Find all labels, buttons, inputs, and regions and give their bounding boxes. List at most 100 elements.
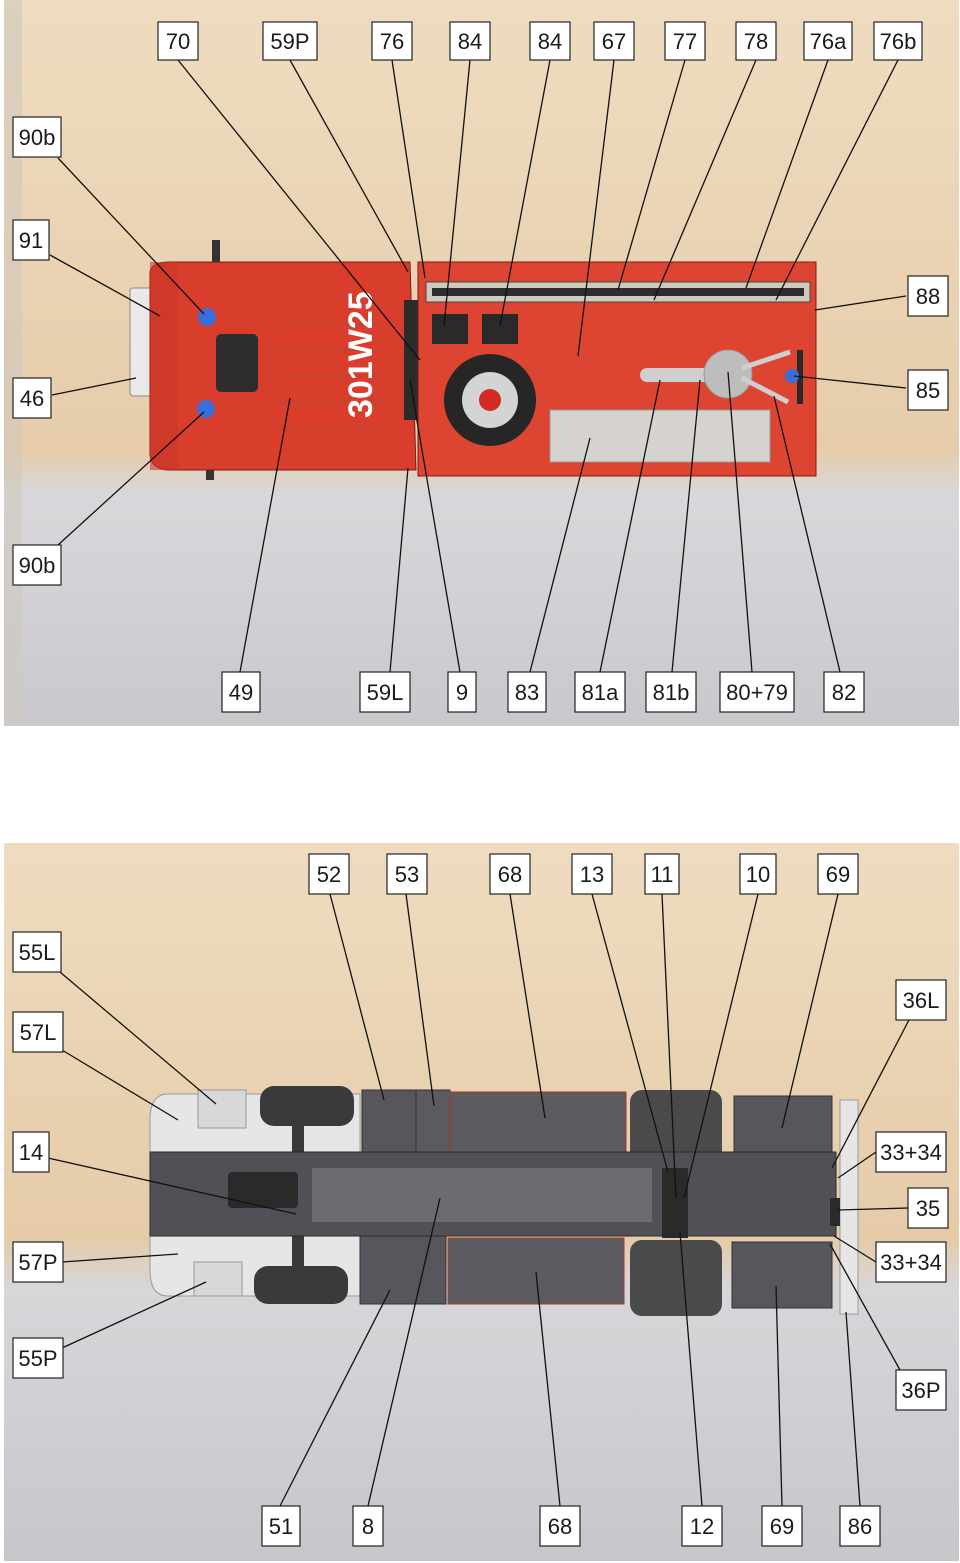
svg-text:81a: 81a [582, 680, 619, 705]
part-label: 78 [735, 21, 777, 61]
svg-text:57L: 57L [20, 1020, 57, 1045]
svg-text:86: 86 [848, 1514, 872, 1539]
part-label: 81a [574, 671, 626, 713]
svg-text:13: 13 [580, 862, 604, 887]
svg-text:59L: 59L [367, 680, 404, 705]
part-label: 59P [262, 21, 318, 61]
svg-text:76b: 76b [880, 29, 917, 54]
cab-plate: 301W25 [342, 291, 380, 418]
part-label: 90b [12, 116, 62, 158]
part-label: 53 [386, 853, 428, 895]
svg-text:52: 52 [317, 862, 341, 887]
svg-text:77: 77 [673, 29, 697, 54]
part-label: 49 [221, 671, 261, 713]
part-label: 69 [817, 853, 859, 895]
svg-text:76: 76 [380, 29, 404, 54]
svg-text:83: 83 [515, 680, 539, 705]
bottom-labels: 52 53 68 13 11 10 69 55L 36L 57L 14 33+3… [12, 853, 949, 1547]
svg-text:33+34: 33+34 [880, 1140, 942, 1165]
svg-text:76a: 76a [810, 29, 847, 54]
svg-text:11: 11 [651, 862, 674, 887]
part-label: 8 [352, 1505, 384, 1547]
part-label: 68 [539, 1505, 581, 1547]
part-label: 68 [489, 853, 531, 895]
part-label: 59L [359, 671, 411, 713]
part-label: 12 [681, 1505, 723, 1547]
part-label: 57L [12, 1011, 64, 1053]
part-label: 36P [895, 1369, 947, 1411]
part-label: 11 [644, 853, 680, 895]
svg-text:91: 91 [19, 228, 43, 253]
svg-text:9: 9 [456, 680, 468, 705]
part-label: 70 [157, 21, 199, 61]
part-label: 55L [12, 931, 62, 973]
svg-text:67: 67 [602, 29, 626, 54]
top-labels: 70 59P 76 84 84 67 77 78 76a 76b 90b 91 … [12, 21, 949, 713]
part-label: 76 [371, 21, 413, 61]
svg-text:82: 82 [832, 680, 856, 705]
part-label: 35 [907, 1187, 949, 1229]
bottom-leader-lines [47, 893, 911, 1507]
svg-text:36L: 36L [903, 988, 940, 1013]
svg-text:53: 53 [395, 862, 419, 887]
part-label: 81b [645, 671, 697, 713]
part-label: 33+34 [875, 1131, 947, 1173]
svg-text:69: 69 [770, 1514, 794, 1539]
top-view-photo: 301W25 [4, 0, 959, 726]
svg-text:78: 78 [744, 29, 768, 54]
svg-text:55L: 55L [19, 940, 56, 965]
part-label: 91 [12, 219, 50, 261]
svg-text:49: 49 [229, 680, 253, 705]
part-label: 88 [907, 275, 949, 317]
truck-underside [149, 1086, 859, 1316]
part-label: 76b [873, 21, 923, 61]
part-label: 9 [447, 671, 477, 713]
svg-text:14: 14 [19, 1140, 43, 1165]
svg-text:90b: 90b [19, 553, 56, 578]
part-label: 82 [823, 671, 865, 713]
svg-text:57P: 57P [18, 1250, 57, 1275]
part-label: 55P [12, 1337, 64, 1379]
part-label: 46 [12, 377, 52, 419]
svg-text:59P: 59P [270, 29, 309, 54]
part-label: 36L [895, 979, 947, 1021]
svg-text:33+34: 33+34 [880, 1250, 942, 1275]
svg-text:84: 84 [538, 29, 562, 54]
part-label: 14 [12, 1131, 50, 1173]
bottom-view-photo: 52 53 68 13 11 10 69 55L 36L 57L 14 33+3… [4, 843, 959, 1561]
part-label: 10 [739, 853, 777, 895]
truck-top: 301W25 [129, 240, 817, 480]
svg-text:55P: 55P [18, 1346, 57, 1371]
top-leader-lines [49, 59, 907, 673]
part-label: 85 [907, 369, 949, 411]
svg-text:80+79: 80+79 [726, 680, 788, 705]
part-label: 51 [261, 1505, 301, 1547]
svg-text:81b: 81b [653, 680, 690, 705]
svg-text:90b: 90b [19, 125, 56, 150]
svg-text:10: 10 [746, 862, 770, 887]
svg-text:8: 8 [362, 1514, 374, 1539]
svg-text:68: 68 [548, 1514, 572, 1539]
part-label: 76a [803, 21, 853, 61]
svg-text:46: 46 [20, 386, 44, 411]
svg-text:68: 68 [498, 862, 522, 887]
part-label: 83 [507, 671, 547, 713]
svg-text:85: 85 [916, 378, 940, 403]
part-label: 57P [12, 1241, 64, 1283]
svg-text:70: 70 [166, 29, 190, 54]
svg-text:51: 51 [269, 1514, 293, 1539]
part-label: 52 [308, 853, 350, 895]
svg-text:12: 12 [690, 1514, 714, 1539]
part-label: 13 [571, 853, 613, 895]
part-label: 67 [593, 21, 635, 61]
svg-text:69: 69 [826, 862, 850, 887]
svg-text:35: 35 [916, 1196, 940, 1221]
part-label: 90b [12, 544, 62, 586]
part-label: 77 [664, 21, 706, 61]
part-label: 33+34 [875, 1241, 947, 1283]
part-label: 84 [449, 21, 491, 61]
svg-text:88: 88 [916, 284, 940, 309]
svg-text:36P: 36P [901, 1378, 940, 1403]
part-label: 86 [839, 1505, 881, 1547]
